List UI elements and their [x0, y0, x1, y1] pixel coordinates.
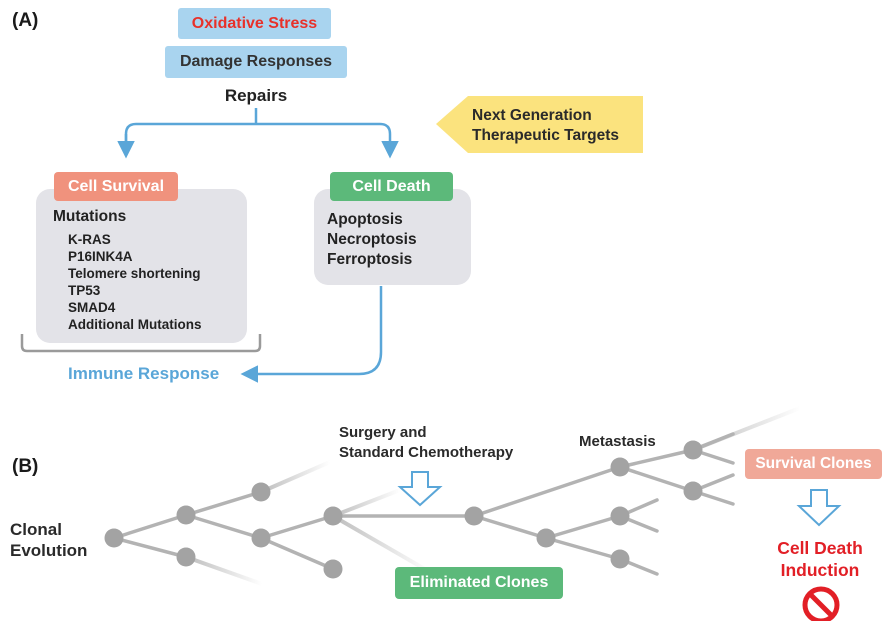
next-gen-line2: Therapeutic Targets [472, 127, 620, 144]
cell-survival-tag: Cell Survival [54, 172, 178, 201]
surgery-line2: Standard Chemotherapy [339, 444, 514, 461]
oxidative-stress-box: Oxidative Stress [178, 8, 331, 39]
list-item: TP53 [68, 283, 101, 298]
list-item: Necroptosis [327, 231, 417, 248]
list-item: SMAD4 [68, 300, 116, 315]
damage-responses-box: Damage Responses [165, 46, 347, 78]
immune-response-label: Immune Response [68, 364, 220, 383]
eliminated-clones-tag: Eliminated Clones [395, 567, 563, 599]
cell-death-tag: Cell Death [330, 172, 453, 201]
prohibit-icon [802, 586, 840, 621]
cell-death-panel [314, 189, 471, 285]
mutations-title: Mutations [53, 208, 127, 225]
next-gen-targets-tag [436, 96, 643, 153]
list-item: P16INK4A [68, 249, 133, 264]
repairs-label: Repairs [224, 86, 288, 105]
surgery-label: Surgery and Standard Chemotherapy [339, 423, 513, 463]
next-gen-targets-text: Next Generation Therapeutic Targets [472, 106, 619, 146]
list-item: Additional Mutations [68, 317, 202, 332]
metastasis-label: Metastasis [579, 433, 656, 450]
panel-b-label: (B) [12, 456, 39, 477]
next-gen-line1: Next Generation [472, 107, 592, 124]
survival-clones-tag: Survival Clones [745, 449, 882, 479]
list-item: Apoptosis [327, 211, 403, 228]
clonal-evolution-label: Clonal Evolution [10, 519, 87, 561]
cell-death-induction-label: Cell Death Induction [760, 537, 880, 581]
cell-death-induction-line2: Induction [780, 560, 860, 580]
panel-a-label: (A) [12, 10, 39, 31]
list-item: Telomere shortening [68, 266, 201, 281]
down-arrow-outline-icon [796, 489, 842, 527]
death-to-immune-arrow [240, 286, 383, 383]
repairs-split-connector [117, 108, 399, 159]
clonal-line1: Clonal [10, 520, 62, 539]
list-item: K-RAS [68, 232, 111, 247]
death-types-list: Apoptosis Necroptosis Ferroptosis [327, 210, 417, 270]
cell-survival-panel [36, 189, 247, 343]
clone-nodes [104, 440, 703, 579]
down-arrow-outline-icon [397, 471, 443, 507]
list-item: Ferroptosis [327, 251, 413, 268]
surgery-line1: Surgery and [339, 424, 427, 441]
survival-bracket [20, 334, 262, 353]
mutations-list: K-RAS P16INK4A Telomere shortening TP53 … [68, 231, 201, 333]
cell-death-induction-line1: Cell Death [777, 538, 863, 558]
clonal-line2: Evolution [10, 541, 88, 560]
